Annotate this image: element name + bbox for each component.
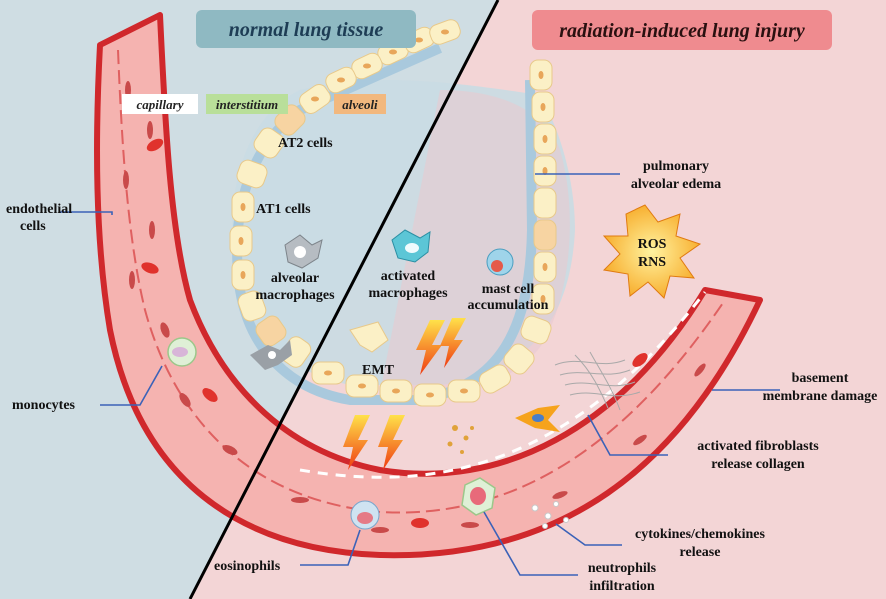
label-alveolar-mac-2: macrophages <box>255 288 335 303</box>
label-mast-2: accumulation <box>468 298 549 313</box>
label-edema-2: alveolar edema <box>631 177 721 192</box>
label-fibro-1: activated fibroblasts <box>697 439 819 454</box>
label-mast-1: mast cell <box>482 282 535 297</box>
label-rns: RNS <box>638 255 666 270</box>
monocyte-cell <box>167 337 197 367</box>
label-at1: AT1 cells <box>256 202 311 217</box>
red-blood-cells <box>141 138 648 528</box>
migrating-macrophage <box>250 340 292 370</box>
ros-rns-burst <box>602 204 702 299</box>
label-monocytes: monocytes <box>12 398 76 413</box>
label-neutro-2: infiltration <box>589 579 655 594</box>
alveoli-tag-box <box>334 94 386 114</box>
label-at2: AT2 cells <box>278 136 333 151</box>
capillary-tag: capillary <box>137 97 184 112</box>
alveoli-tag: alveoli <box>342 97 378 112</box>
label-basement-1: basement <box>792 371 849 386</box>
label-cytokines-2: release <box>680 545 721 560</box>
label-basement-2: membrane damage <box>763 389 878 404</box>
title-normal: normal lung tissue <box>229 19 384 41</box>
capillary-vessel <box>94 12 763 559</box>
eosinophil-cell <box>350 500 380 530</box>
label-ros: ROS <box>638 237 667 252</box>
title-injury: radiation-induced lung injury <box>559 20 805 42</box>
label-endothelial-1: endothelial <box>6 202 72 217</box>
capillary-tag-box <box>122 94 198 114</box>
label-activated-mac-2: macrophages <box>368 286 448 301</box>
title-normal-box <box>196 10 416 48</box>
label-neutro-1: neutrophils <box>588 561 657 576</box>
label-edema-1: pulmonary <box>643 159 709 174</box>
alveolar-macrophage-cell <box>284 234 323 269</box>
label-cytokines-1: cytokines/chemokines <box>635 527 765 542</box>
section-divider <box>188 0 500 599</box>
leader-lines <box>60 173 780 576</box>
neutrophil-cell <box>461 477 496 516</box>
label-endothelial-2: cells <box>20 219 46 234</box>
label-activated-mac-1: activated <box>381 269 436 284</box>
endothelial-nuclei <box>123 81 706 533</box>
label-fibro-2: release collagen <box>711 457 805 472</box>
epithelial-nuclei <box>238 29 548 398</box>
capillary-inner-wall <box>117 49 726 514</box>
label-alveolar-mac-1: alveolar <box>271 271 319 286</box>
activated-macrophage-cell <box>391 229 431 263</box>
interstitium-tag-box <box>206 94 288 114</box>
mast-cell <box>486 248 514 276</box>
activated-fibroblast-cell <box>515 405 560 432</box>
collagen-fibers <box>554 351 641 411</box>
radiation-bolts <box>343 318 466 470</box>
label-emt: EMT <box>362 363 395 378</box>
chemokine-particles <box>531 501 569 529</box>
emt-cell <box>349 321 389 353</box>
label-eosinophils: eosinophils <box>214 559 281 574</box>
cytokine-particles <box>447 425 474 454</box>
interstitium-tag: interstitium <box>216 97 278 112</box>
title-injury-box <box>532 10 832 50</box>
